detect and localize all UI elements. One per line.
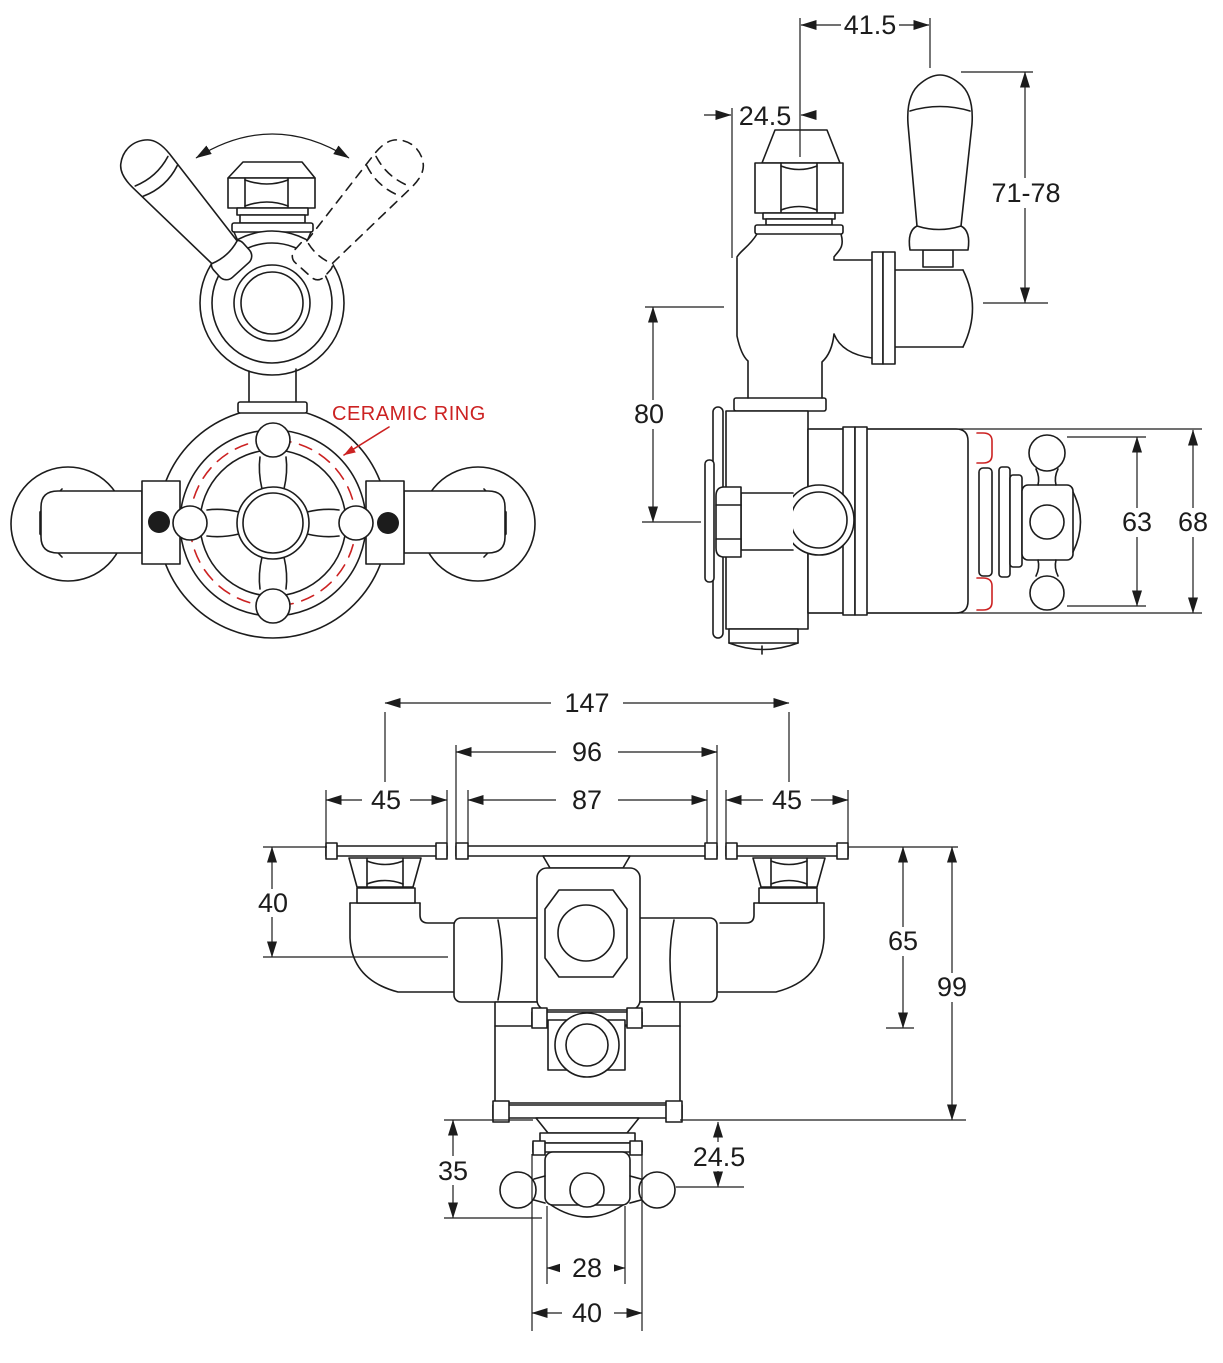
union-pipe: [40, 490, 143, 554]
bottom-cap: [728, 628, 799, 655]
union-pipe: [403, 490, 506, 554]
lobe-top: [255, 422, 291, 458]
hex-top: [348, 857, 422, 888]
side-dimensions: 41.5 24.5 71-78 80 63 68: [628, 9, 1217, 614]
lobe-right: [338, 505, 374, 541]
neck-flange: [237, 401, 308, 414]
front-left-union: [10, 466, 143, 582]
dim-lever-offset: 41.5: [844, 10, 897, 40]
seal-marks: [976, 432, 993, 611]
lever-dashed-position: [291, 139, 425, 281]
ceramic-ring-label: CERAMIC RING: [332, 403, 486, 425]
outlet-dome: [962, 269, 974, 348]
lever-solid: [119, 139, 253, 281]
dim-lever-height: 71-78: [991, 178, 1060, 208]
plan-view: 147 96 87 45 45 40 65: [250, 688, 976, 1331]
handwheel: [172, 422, 374, 624]
dim-left-plate-width: 45: [371, 785, 401, 815]
right-port-dot: [377, 512, 399, 534]
wall-plate-inner: [704, 459, 715, 583]
hex-top: [752, 857, 826, 888]
plan-right-union: [717, 857, 826, 993]
ball-top: [1028, 434, 1066, 472]
dim-backplate-width: 96: [572, 737, 602, 767]
front-hex-nut: [227, 161, 316, 260]
dim-handle-plate-width: 40: [572, 1298, 602, 1328]
mounting-plates: [325, 842, 849, 860]
inlet-hex: [715, 486, 742, 558]
front-right-union: [403, 466, 536, 582]
ceramic-ring-annotation: CERAMIC RING: [332, 403, 486, 456]
octagon-boss: [544, 889, 628, 978]
dim-right-plate-width: 45: [772, 785, 802, 815]
side-cross-handle: [978, 434, 1082, 611]
neck: [248, 368, 297, 403]
lever-grip: [906, 74, 974, 231]
tee-body: [736, 233, 873, 399]
cap-arc-left: [497, 919, 503, 1001]
side-hex-nut: [754, 129, 844, 235]
cap-arc-right: [669, 919, 675, 1001]
inlet-pipe: [740, 492, 794, 551]
dim-hub-width: 28: [572, 1253, 602, 1283]
ball-front: [1029, 504, 1065, 540]
dim-body-to-centre: 24.5: [739, 101, 792, 131]
plan-dimensions: 147 96 87 45 45 40 65: [250, 688, 976, 1331]
ball-centre: [569, 1172, 605, 1208]
spokes: [206, 456, 340, 590]
plan-left-union: [348, 857, 457, 993]
dim-handle-offset: 24.5: [693, 1142, 746, 1172]
tee-flange: [733, 397, 827, 412]
dim-handle-span: 63: [1122, 507, 1152, 537]
plan-outlet: [531, 1007, 643, 1078]
dim-body-height: 68: [1178, 507, 1208, 537]
side-inlet-union: [715, 484, 855, 558]
swing-arc-arrow: [195, 133, 350, 159]
dim-body-width: 87: [572, 785, 602, 815]
leader-arrow: [343, 426, 390, 456]
flange-ring: [854, 426, 868, 616]
dim-body-depth: 65: [888, 926, 918, 956]
front-view: CERAMIC RING: [10, 133, 536, 639]
ball-right: [638, 1171, 676, 1209]
dim-handle-drop: 35: [438, 1156, 468, 1186]
plan-cross-handle: [499, 1151, 676, 1218]
dim-overall-depth: 99: [937, 972, 967, 1002]
hub: [236, 486, 310, 560]
lobe-left: [172, 505, 208, 541]
dim-port-spacing: 80: [634, 399, 664, 429]
dim-elbow-drop: 40: [258, 888, 288, 918]
plan-neck: [542, 855, 631, 869]
lever-stem: [922, 249, 954, 268]
ball-left: [499, 1171, 537, 1209]
ball-bottom: [1029, 575, 1065, 611]
side-view: 41.5 24.5 71-78 80 63 68: [628, 9, 1217, 655]
dim-union-centres: 147: [564, 688, 609, 718]
left-port-dot: [148, 511, 170, 533]
lobe-bottom: [255, 588, 291, 624]
outlet-port: [871, 251, 974, 365]
side-lever: [906, 74, 974, 268]
